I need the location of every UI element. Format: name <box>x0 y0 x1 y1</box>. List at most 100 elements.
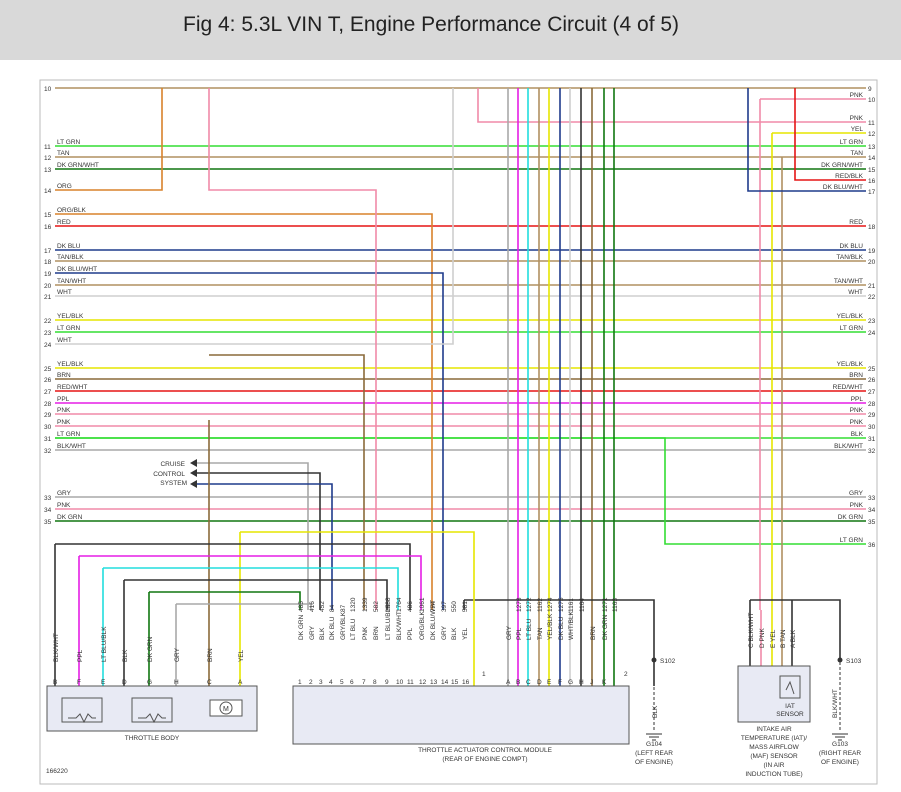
ground-location: (RIGHT REAR <box>819 750 861 757</box>
row-number: 31 <box>44 436 52 443</box>
row-number: 14 <box>868 155 876 162</box>
row-number: 26 <box>868 377 876 384</box>
wire-color-label: DK GRN <box>838 514 864 521</box>
pin-wire-color: TAN <box>537 627 544 640</box>
tb-wire <box>55 543 411 610</box>
pin-letter: B <box>516 679 520 686</box>
iat-pin-label: D PNK <box>759 627 766 648</box>
wire-color-label: DK GRN/WHT <box>57 162 99 169</box>
thermistor-symbol <box>785 680 795 695</box>
row-number: 18 <box>44 259 52 266</box>
wire-color-label: PNK <box>850 92 864 99</box>
arrow-icon <box>190 459 197 467</box>
row-number: 11 <box>44 144 51 151</box>
wire-color-label: PNK <box>850 502 864 509</box>
diagram-border <box>39 79 878 785</box>
pin-letter: K <box>602 679 607 686</box>
cruise-label: SYSTEM <box>160 480 187 487</box>
iat-pin-label: C BLK/WHT <box>748 613 755 648</box>
circuit-number: 1275 <box>558 597 565 612</box>
harness-wire <box>55 272 444 610</box>
iat-ground-wire <box>750 599 841 660</box>
row-number: 27 <box>868 389 876 396</box>
pin-wire-color: GRY <box>441 625 448 640</box>
circuit-number: 582 <box>373 601 380 612</box>
pin-number: 8 <box>373 679 377 686</box>
pin-number: 12 <box>419 679 427 686</box>
circuit-number: 485 <box>298 601 305 612</box>
row-number: 21 <box>868 283 876 290</box>
circuit-number: 416 <box>309 601 316 612</box>
motor-icon <box>219 701 233 715</box>
pin-letter: C <box>207 679 212 686</box>
pin-wire-color: PNK <box>362 626 369 640</box>
wire-color-label: PNK <box>57 419 71 426</box>
iat-label: TEMPERATURE (IAT)/ <box>741 735 807 742</box>
wire-color-label: PNK <box>57 502 71 509</box>
harness-wire <box>55 88 163 191</box>
circuit-number: 581 <box>462 601 469 612</box>
wire-color-label: GRY <box>849 490 864 497</box>
tb-wire <box>124 579 388 610</box>
circuit-number: 1163 <box>612 598 619 612</box>
circuit-number: 486 <box>407 601 414 612</box>
row-number: 30 <box>44 424 52 431</box>
iat-pin-label: A BLK <box>790 629 797 648</box>
pin-wire-color: YEL <box>462 627 469 640</box>
splice-dot <box>837 657 843 663</box>
arrow-icon <box>190 469 197 477</box>
pin-letter: E <box>547 679 552 686</box>
pin-wire-color: LT BLU <box>350 618 357 640</box>
row-number: 14 <box>44 188 52 195</box>
harness-wire <box>208 88 377 610</box>
wire-color-label: ORG/BLK <box>57 207 87 214</box>
wire-color-label: RED/WHT <box>833 384 863 391</box>
wire-color-label: YEL/BLK <box>837 313 864 320</box>
ground-location: OF ENGINE) <box>821 759 859 766</box>
tacm-label: THROTTLE ACTUATOR CONTROL MODULE <box>418 747 553 754</box>
wire-color-label: BLK/WHT <box>834 443 863 450</box>
row-number: 17 <box>44 248 52 255</box>
wire-color-label: TAN <box>850 150 863 157</box>
row-number: 10 <box>44 86 52 93</box>
row-number: 16 <box>44 224 52 231</box>
wire-color-label: DK BLU/WHT <box>57 266 97 273</box>
pin-number: 1 <box>298 679 302 686</box>
connector-id: 2 <box>624 671 628 678</box>
row-number: 34 <box>44 507 52 514</box>
circuit-number: 1271 <box>602 597 609 612</box>
harness-wire <box>747 88 866 192</box>
pin-wire-color: GRY <box>174 647 181 662</box>
pin-number: 3 <box>319 679 323 686</box>
circuit-number: 1273 <box>516 597 523 612</box>
wire-color-label: YEL/BLK <box>57 361 84 368</box>
splice-label: S102 <box>660 658 676 665</box>
pin-wire-color: GRY <box>506 625 513 640</box>
row-number: 30 <box>868 424 876 431</box>
wire-color-label: RED/BLK <box>835 173 863 180</box>
tb-wire <box>149 591 301 610</box>
circuit-number: 1162 <box>537 598 544 612</box>
wire-color-label: LT GRN <box>57 431 81 438</box>
iat-inner-label: SENSOR <box>776 711 804 718</box>
row-number: 31 <box>868 436 876 443</box>
harness-wire <box>209 354 365 610</box>
circuit-number: 1320 <box>350 597 357 612</box>
thermistor-icon <box>779 675 801 699</box>
wire-color-label: DK BLU/WHT <box>823 184 863 191</box>
wire-color-label: PNK <box>850 407 864 414</box>
harness-wire <box>197 472 321 610</box>
row-number: 22 <box>44 318 52 325</box>
wire-color-label: WHT <box>57 289 72 296</box>
pin-number: 16 <box>462 679 470 686</box>
circuit-number: 774 <box>430 601 437 612</box>
pin-wire-color: BRN <box>207 648 214 662</box>
circuit-number: 87 <box>340 604 347 612</box>
row-number: 28 <box>44 401 52 408</box>
wire-color-label: TAN/WHT <box>57 278 86 285</box>
pin-wire-color: WHT/BLK <box>568 610 575 640</box>
resistor-icon <box>138 713 166 724</box>
tb-wire <box>79 555 422 610</box>
pin-wire-color: DK BLU <box>329 616 336 640</box>
row-number: 19 <box>868 248 876 255</box>
